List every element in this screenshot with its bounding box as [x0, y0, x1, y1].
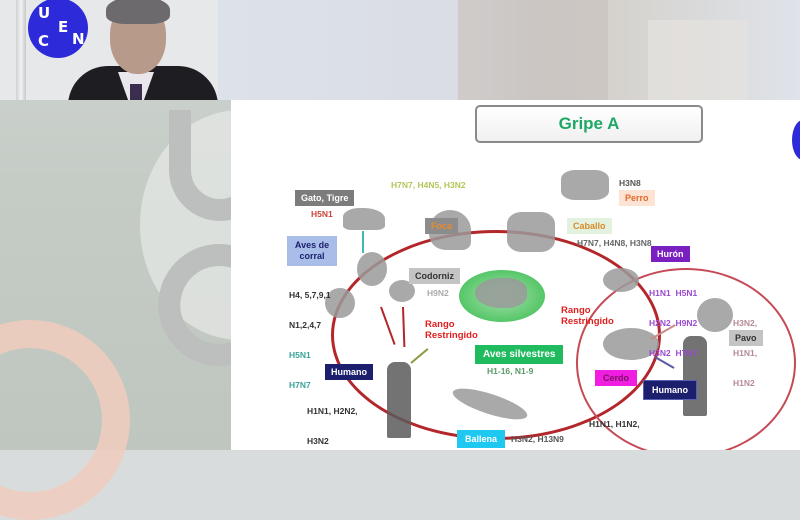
- turkey-icon: [325, 288, 355, 318]
- subtypes-humano: H1N1, H2N2, H3N2 H5N1,H9N2, H7N7: [307, 386, 358, 450]
- host-label-perro: Perro: [619, 190, 655, 206]
- chicken-icon: [357, 252, 387, 286]
- host-label-humano-right: Humano: [643, 380, 697, 400]
- host-label-codorniz: Codorniz: [409, 268, 460, 284]
- slide-title-box: Gripe A: [475, 105, 703, 143]
- background-top-banner: [218, 0, 800, 100]
- corner-logo-icon: [792, 120, 800, 160]
- cat-icon: [343, 208, 385, 230]
- human-figure-icon: [683, 336, 707, 416]
- host-label-ballena: Ballena: [457, 430, 506, 448]
- subtype-line: H3N2: [307, 436, 329, 446]
- host-label-humano: Humano: [325, 364, 373, 380]
- subtype-line: H4, 5,7,9,1: [289, 290, 331, 300]
- ferret-icon: [603, 268, 639, 292]
- subtypes-aves-silvestres: H1-16, N1-9: [487, 366, 534, 376]
- host-label-aves-corral: Aves de corral: [287, 236, 337, 266]
- subtype-line: H3N2,: [733, 318, 758, 328]
- host-label-cerdo: Cerdo: [595, 370, 638, 386]
- speaker-tie: [130, 84, 142, 100]
- logo-letter: E: [58, 18, 69, 36]
- human-figure-icon: [387, 362, 411, 438]
- host-label-foca: Foca: [425, 218, 459, 234]
- annotation-rango-restringido: Rango Restringido: [561, 305, 614, 327]
- quail-icon: [389, 280, 415, 302]
- subtype-line: H1N1 H5N1: [649, 288, 698, 298]
- arrow-icon: [362, 231, 364, 253]
- subtypes-pavo: H3N2, H1N1, H1N2: [733, 298, 757, 408]
- host-label-pavo: Pavo: [729, 330, 763, 346]
- turkey-icon: [697, 298, 733, 332]
- subtype-line: H1N1,: [733, 348, 758, 358]
- swine-human-cycle-ring: [576, 268, 796, 450]
- logo-letter: N: [72, 30, 85, 48]
- horse-icon: [507, 212, 555, 252]
- subtypes-codorniz: H9N2: [427, 288, 449, 298]
- subtype-line: H1N1, H2N2,: [307, 406, 358, 416]
- presentation-slide: Gripe A Gato, Tigre H5N1 H7N7, H4N5, H3N…: [231, 100, 800, 450]
- subtypes-gato-tigre: H5N1: [311, 209, 333, 219]
- participant-video[interactable]: U C E N: [0, 0, 218, 100]
- slide-title: Gripe A: [558, 114, 620, 133]
- subtype-line: H7N7: [289, 380, 311, 390]
- annotation-rango-restringido: Rango Restringido: [425, 319, 478, 341]
- background-letter-c: [158, 244, 263, 366]
- speaker-hair: [106, 0, 170, 24]
- host-label-aves-silvestres: Aves silvestres: [475, 345, 564, 364]
- host-label-caballo: Caballo: [567, 218, 612, 234]
- subtype-line: N1,2,4,7: [289, 320, 322, 330]
- flagpole: [16, 0, 26, 100]
- host-label-gato-tigre: Gato, Tigre: [295, 190, 355, 206]
- subtype-line: H2N2 H9N2: [649, 318, 698, 328]
- logo-letter: C: [38, 32, 50, 50]
- logo-letter: U: [38, 4, 51, 22]
- subtypes-ballena: H3N2, H13N9: [511, 434, 564, 444]
- subtypes-cerdo: H1N1, H1N2, H3N2, H4N6 H5N1,H9N1, H2N3: [589, 399, 640, 450]
- label-text: Aves de corral: [294, 240, 330, 261]
- duck-icon: [475, 278, 527, 308]
- subtypes-aves-corral: H4, 5,7,9,1 N1,2,4,7 H5N1 H7N7: [289, 270, 331, 410]
- subtypes-perro: H3N8: [619, 178, 641, 188]
- host-label-huron: Hurón: [651, 246, 690, 262]
- subtype-text: H1N1, H1N2,: [589, 419, 640, 429]
- subtype-line: H5N1: [289, 350, 311, 360]
- subtypes-caballo: H7N7, H4N8, H3N8: [577, 238, 652, 248]
- subtype-line: H1N2: [733, 378, 755, 388]
- ucen-logo: U C E N: [28, 0, 88, 58]
- subtype-line: H1N1, H1N2,: [589, 419, 640, 429]
- subtype-line: H3N2 H7N7: [649, 348, 698, 358]
- dog-icon: [561, 170, 609, 200]
- subtypes-foca: H7N7, H4N5, H3N2: [391, 180, 466, 190]
- pig-icon: [603, 328, 659, 360]
